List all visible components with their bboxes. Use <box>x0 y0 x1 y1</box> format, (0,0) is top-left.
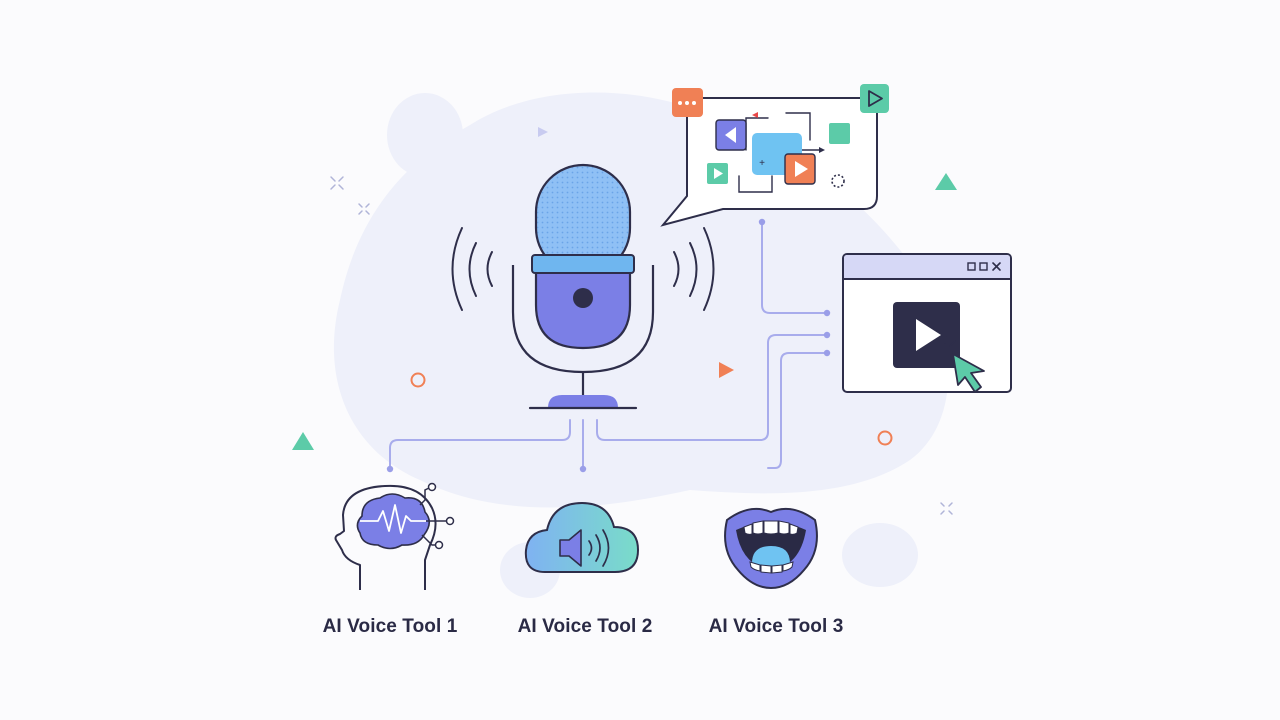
cloud-speaker-icon <box>524 501 640 573</box>
sound-waves-left-icon <box>451 227 493 311</box>
speaker-waves <box>588 529 610 567</box>
sparkle-2-icon <box>358 203 370 215</box>
window-minimize-icon <box>967 262 976 271</box>
connector-dots <box>386 218 831 473</box>
video-player-window <box>842 253 1012 393</box>
upper-teeth <box>743 520 799 535</box>
speech-bubble: + <box>660 84 889 227</box>
brainwave <box>360 504 426 534</box>
menu-dots-icon <box>672 88 703 117</box>
svg-text:+: + <box>759 158 765 169</box>
tongue <box>752 546 790 567</box>
microphone-icon <box>511 163 655 410</box>
window-close-icon <box>992 262 1001 271</box>
mic-base <box>548 395 618 408</box>
window-maximize-icon <box>979 262 988 271</box>
circuit-nodes <box>427 482 455 550</box>
connector-tool3-window <box>767 352 827 469</box>
tool-label-3: AI Voice Tool 3 <box>708 616 844 637</box>
ring-right-icon <box>877 430 893 446</box>
speaker-icon <box>559 529 582 567</box>
sparkle-1-icon <box>330 176 344 190</box>
play-small-orange-icon <box>719 362 734 378</box>
tool-label-1: AI Voice Tool 1 <box>322 616 458 637</box>
decorations <box>292 127 957 515</box>
sparkle-3-icon <box>940 502 953 515</box>
play-triangle-icon <box>916 319 941 351</box>
tool-label-2: AI Voice Tool 2 <box>517 616 653 637</box>
play-small-lilac-icon <box>538 127 548 137</box>
cursor-arrow-icon <box>952 353 985 393</box>
brain-head-icon <box>334 482 455 590</box>
triangle-right-icon <box>935 173 957 190</box>
connector-mic-window <box>596 334 827 441</box>
connector-bubble-window <box>761 221 827 314</box>
sound-waves-right-icon <box>673 227 715 311</box>
connector-mic-tool1 <box>389 419 571 469</box>
small-blob-top <box>387 93 463 177</box>
head-outline <box>334 484 437 590</box>
lower-teeth <box>749 561 794 574</box>
brain-shape <box>356 493 431 550</box>
cloud-shape <box>524 501 640 573</box>
play-green-icon <box>860 84 889 113</box>
ring-left-icon <box>410 372 426 388</box>
mic-dot <box>573 288 593 308</box>
neural-circuit <box>419 487 447 546</box>
connectors <box>389 221 827 469</box>
mic-band <box>531 254 635 274</box>
loading-ring-icon <box>831 174 845 188</box>
triangle-left-icon <box>292 432 314 450</box>
flow-node-green-right <box>829 123 850 144</box>
small-blob-bottom-right <box>842 523 918 587</box>
window-titlebar <box>844 255 1010 279</box>
mouth-icon <box>724 507 818 590</box>
click-rays <box>944 336 960 353</box>
